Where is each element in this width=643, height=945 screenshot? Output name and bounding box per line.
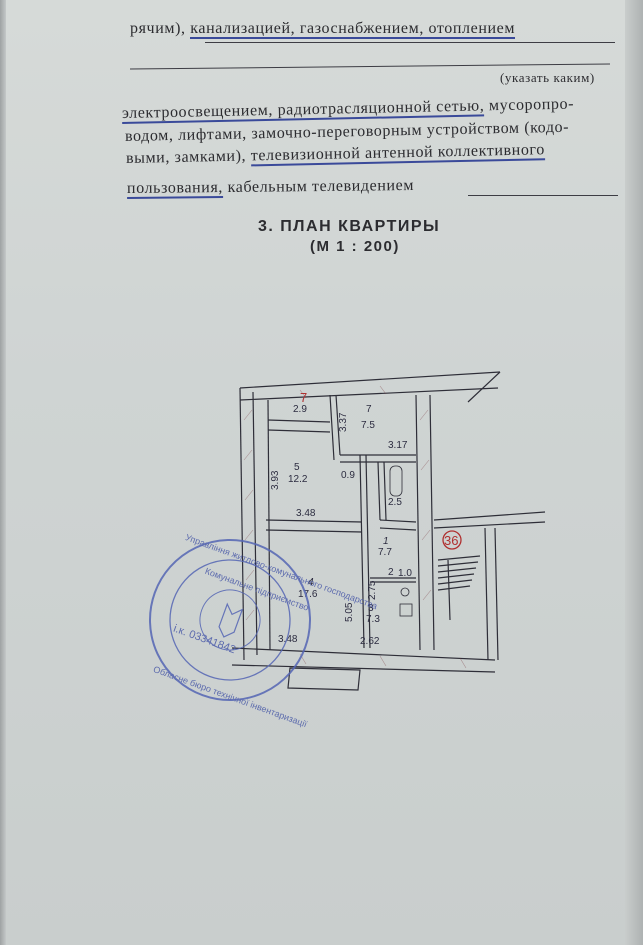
- dim-2-62: 2.62: [360, 636, 380, 647]
- room-wc-area: 0.9: [341, 470, 355, 481]
- room-3-area: 7.3: [366, 614, 380, 625]
- line1-underlined: канализацией, газоснабжением, отоплением: [190, 20, 516, 39]
- room-7b-area: 7.5: [361, 420, 375, 431]
- dim-3-48-bottom: 3.48: [278, 634, 298, 645]
- dim-2-75: 2.75: [367, 580, 378, 600]
- apartment-number: 36: [444, 533, 458, 548]
- line2-note: (указать каким): [500, 70, 595, 85]
- line1-start: рячим),: [130, 20, 186, 37]
- stove-icon: [399, 603, 413, 617]
- room-7-area: 2.9: [293, 404, 307, 415]
- fill-rule-6: [468, 195, 618, 196]
- dim-3-17: 3.17: [388, 440, 408, 451]
- apartment-number-circle: [442, 530, 462, 550]
- fill-rule-1: [205, 42, 615, 43]
- sink-icon: [400, 587, 410, 597]
- page-edge: [625, 0, 643, 945]
- dim-3-37: 3.37: [338, 412, 349, 432]
- room-1-area: 7.7: [378, 547, 392, 558]
- dim-5-05: 5.05: [344, 602, 355, 622]
- page-spine-shadow: [0, 0, 6, 945]
- room-5-id: 5: [294, 462, 300, 473]
- room-5-area: 12.2: [288, 474, 308, 485]
- trident-emblem-icon: [218, 602, 244, 638]
- room-7b-id: 7: [366, 404, 372, 415]
- room-2-area: 1.0: [398, 568, 412, 579]
- bathtub-icon: [389, 465, 403, 497]
- dim-3-48-top: 3.48: [296, 508, 316, 519]
- dim-3-93: 3.93: [270, 470, 281, 490]
- stamp-bottom-text: Обласне бюро технічної інвентаризації: [152, 664, 309, 729]
- room-7-id: 7: [300, 390, 307, 405]
- room-3-id: 3: [368, 603, 374, 614]
- room-1-id: 1: [383, 536, 389, 547]
- stamp-code: і.к. 03341842: [172, 623, 238, 657]
- room-4-id: 4: [308, 577, 314, 588]
- room-2-id: 2: [388, 567, 394, 578]
- text-line-1: рячим), канализацией, газоснабжением, от…: [130, 20, 516, 39]
- room-bath-area: 2.5: [388, 497, 402, 508]
- section-title: 3. ПЛАН КВАРТИРЫ: [258, 218, 441, 235]
- room-4-area: 17.6: [298, 589, 318, 600]
- section-scale: (М 1 : 200): [310, 238, 400, 255]
